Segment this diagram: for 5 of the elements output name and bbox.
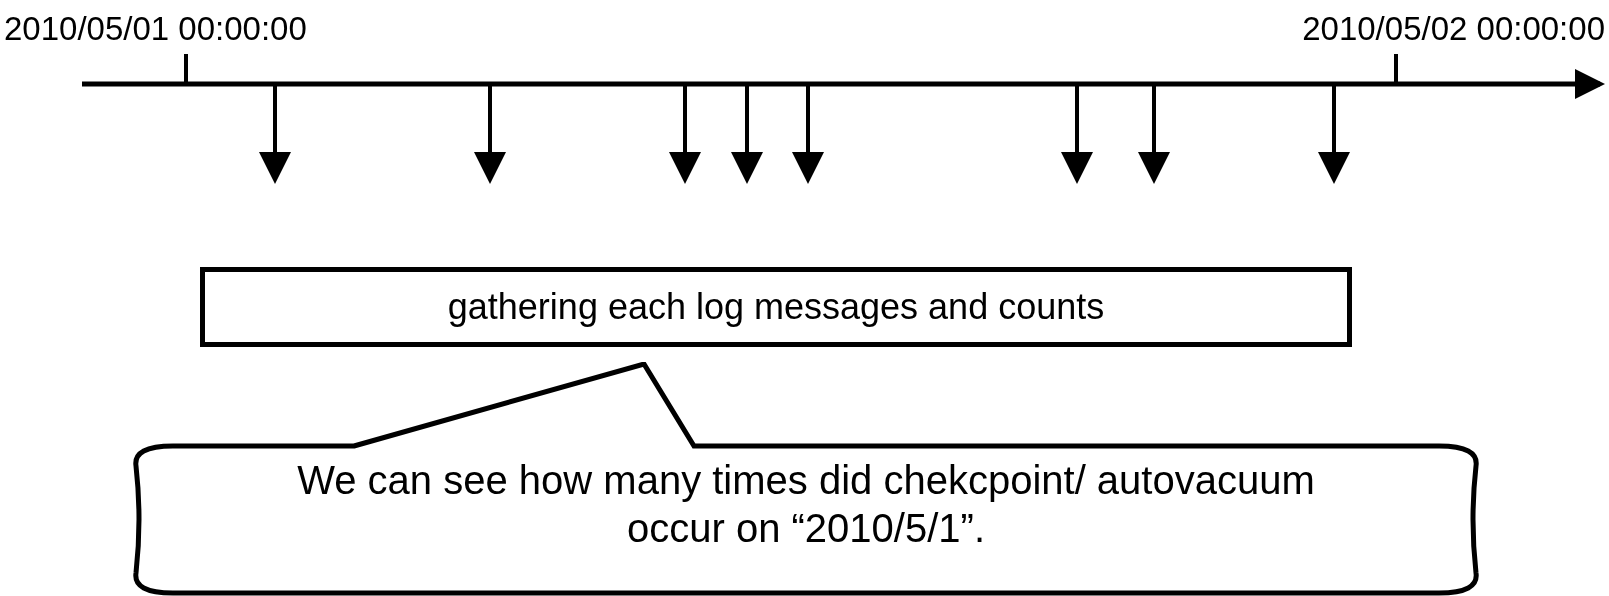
box-text: gathering each log messages and counts [447,286,1105,328]
callout-text: We can see how many times did chekcpoint/ autovacuum occur on “2010/5/1”. [296,457,1316,552]
date-label: 2010/05/01 00:00:00 [4,12,307,45]
process-box [200,267,1352,347]
date-label: 2010/05/02 00:00:00 [1302,12,1605,45]
